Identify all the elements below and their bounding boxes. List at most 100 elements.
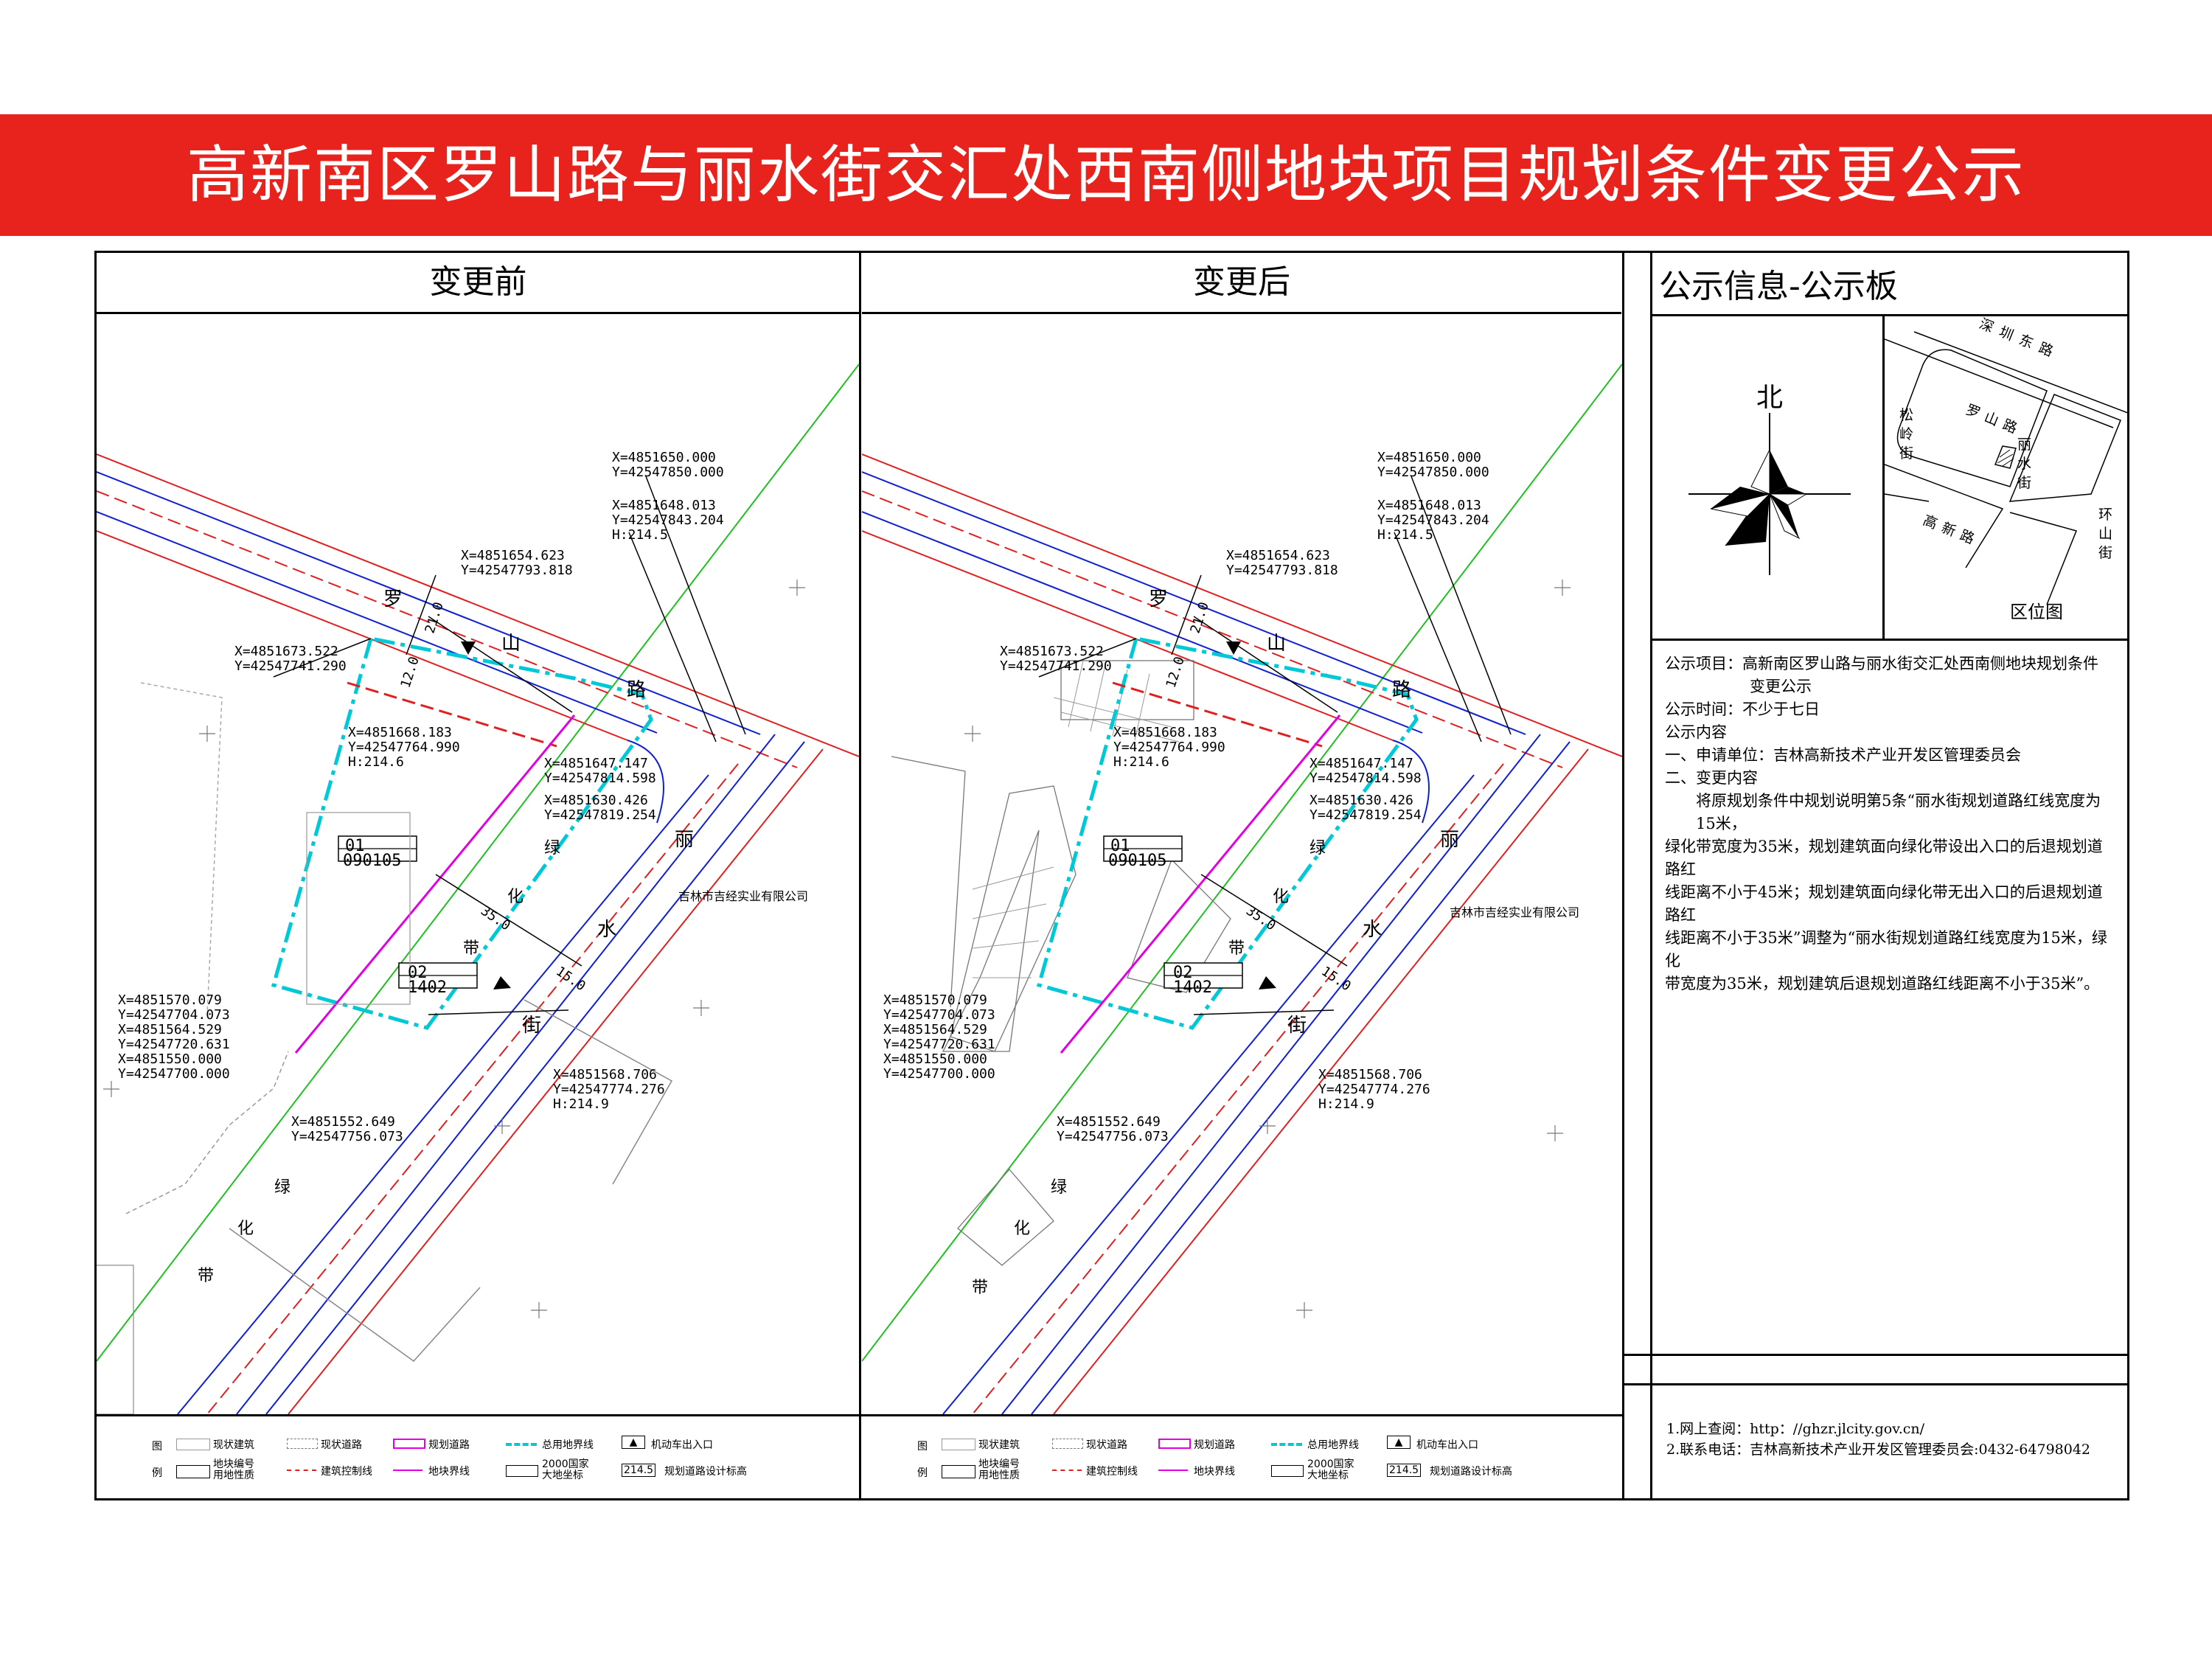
loc-road-songling: 松岭街 [1899, 407, 1914, 462]
info-project-2: 变更公示 [1750, 678, 1812, 695]
legend-before: 图 例 现状建筑 现状道路 规划道路 总用地界线 ▲ 机动车出入口 地块编号 用… [152, 1436, 747, 1481]
before-p1-code: 01 [345, 837, 365, 855]
info-p2: 绿化带宽度为35米，规划建筑面向绿化带设出入口的后退规划道路红 [1665, 838, 2103, 878]
board-rule-1 [1650, 314, 2129, 316]
before-green2-2: 化 [237, 1220, 254, 1238]
map-before-svg [97, 364, 859, 1414]
after-road-shan: 山 [1267, 633, 1287, 655]
before-road-li: 丽 [675, 829, 695, 851]
after-green2-1: 绿 [1051, 1178, 1068, 1197]
divider-2 [1622, 251, 1624, 1500]
board-divider [1882, 314, 1885, 639]
site-boundary-before [271, 636, 653, 1030]
notice-info: 公示项目：高新南区罗山路与丽水街交汇处西南侧地块规划条件 变更公示 公示时间：不… [1665, 653, 2107, 995]
before-green-2: 化 [507, 888, 524, 906]
after-green-2: 化 [1273, 888, 1290, 906]
info-time: 公示时间：不少于七日 [1665, 700, 1820, 718]
contact-info: 1.网上查阅：http：//ghzr.jlcity.gov.cn/ 2.联系电话… [1666, 1419, 2090, 1460]
info-p1: 将原规划条件中规划说明第5条“丽水街规划道路红线宽度为15米， [1696, 792, 2101, 832]
title-banner: 高新南区罗山路与丽水街交汇处西南侧地块项目规划条件变更公示 [0, 114, 2212, 236]
map-after [862, 314, 1622, 1414]
info-project: 公示项目：高新南区罗山路与丽水街交汇处西南侧地块规划条件 [1665, 655, 2098, 672]
after-road-jie: 街 [1287, 1015, 1307, 1037]
loc-road-huanshan: 环山街 [2098, 507, 2113, 561]
after-green2-2: 化 [1014, 1220, 1031, 1238]
map-before [97, 314, 859, 1414]
board-rule-4 [1622, 1383, 2129, 1385]
info-change: 二、变更内容 [1665, 769, 1758, 787]
before-p2-area: 1402 [408, 978, 447, 997]
road-blue-2 [97, 511, 658, 734]
road-blue-1 [97, 471, 761, 735]
location-map-svg [1884, 331, 2129, 605]
parcel-line-before [294, 714, 576, 1054]
location-map: 深圳东路 罗山路 松岭街 丽水街 高新路 环山街 区位图 [1884, 316, 2129, 637]
loc-road-lishui: 丽水街 [2017, 437, 2032, 491]
header-after: 变更后 [862, 251, 1621, 314]
divider-3 [1650, 251, 1652, 1500]
before-road-jie: 街 [522, 1015, 542, 1037]
north-label: 北 [1756, 383, 1784, 413]
before-p1-area: 090105 [343, 852, 402, 870]
after-p2-code: 02 [1173, 964, 1193, 982]
north-arrow: 北 [1681, 369, 1858, 590]
contact-web[interactable]: 1.网上查阅：http：//ghzr.jlcity.gov.cn/ [1666, 1421, 1925, 1437]
after-green-3: 带 [1228, 939, 1245, 958]
before-green-3: 带 [463, 939, 480, 958]
info-p5: 带宽度为35米，规划建筑后退规划道路红线距离不小于35米”。 [1665, 975, 2100, 992]
compass-icon [1688, 413, 1851, 575]
legend-rule [97, 1414, 1622, 1416]
after-p1-code: 01 [1110, 837, 1130, 855]
contact-phone: 2.联系电话：吉林高新技术产业开发区管理委员会:0432-64798042 [1666, 1441, 2091, 1458]
before-road-luo: 罗 [383, 588, 403, 611]
before-p2-code: 02 [408, 964, 428, 982]
after-road-li: 丽 [1440, 829, 1460, 851]
after-p2-area: 1402 [1173, 978, 1212, 997]
after-road-shui: 水 [1363, 919, 1382, 941]
before-green2-1: 绿 [274, 1178, 291, 1197]
board-rule-2 [1650, 639, 2129, 641]
info-applicant: 一、申请单位：吉林高新技术产业开发区管理委员会 [1665, 746, 2021, 764]
site-boundary-after [1036, 636, 1419, 1030]
after-company: 吉林市吉经实业有限公司 [1450, 905, 1580, 919]
info-p4: 线距离不小于35米”调整为“丽水街规划道路红线宽度为15米，绿化 [1665, 929, 2107, 970]
board-title: 公示信息-公示板 [1659, 268, 1898, 305]
road-red-2 [97, 530, 628, 741]
after-green2-3: 带 [972, 1279, 989, 1297]
before-road-shui: 水 [597, 919, 617, 941]
header-before: 变更前 [97, 251, 860, 314]
map-after-svg [862, 364, 1622, 1414]
parcel-line-after [1060, 714, 1341, 1054]
after-road-lu: 路 [1392, 679, 1412, 701]
before-company: 吉林市吉经实业有限公司 [678, 889, 809, 903]
info-content: 公示内容 [1665, 723, 1727, 741]
before-road-shan: 山 [501, 633, 521, 655]
legend-after: 图 例 现状建筑 现状道路 规划道路 总用地界线 ▲ 机动车出入口 地块编号 用… [917, 1436, 1512, 1481]
location-map-caption: 区位图 [2010, 602, 2063, 622]
info-p3: 线距离不小于45米；规划建筑面向绿化带无出入口的后退规划道路红 [1665, 883, 2103, 924]
road-red-1 [97, 453, 859, 757]
page-title: 高新南区罗山路与丽水街交汇处西南侧地块项目规划条件变更公示 [186, 139, 2025, 211]
before-green2-3: 带 [198, 1267, 215, 1285]
board-rule-3 [1622, 1354, 2129, 1356]
before-road-lu: 路 [627, 679, 647, 701]
